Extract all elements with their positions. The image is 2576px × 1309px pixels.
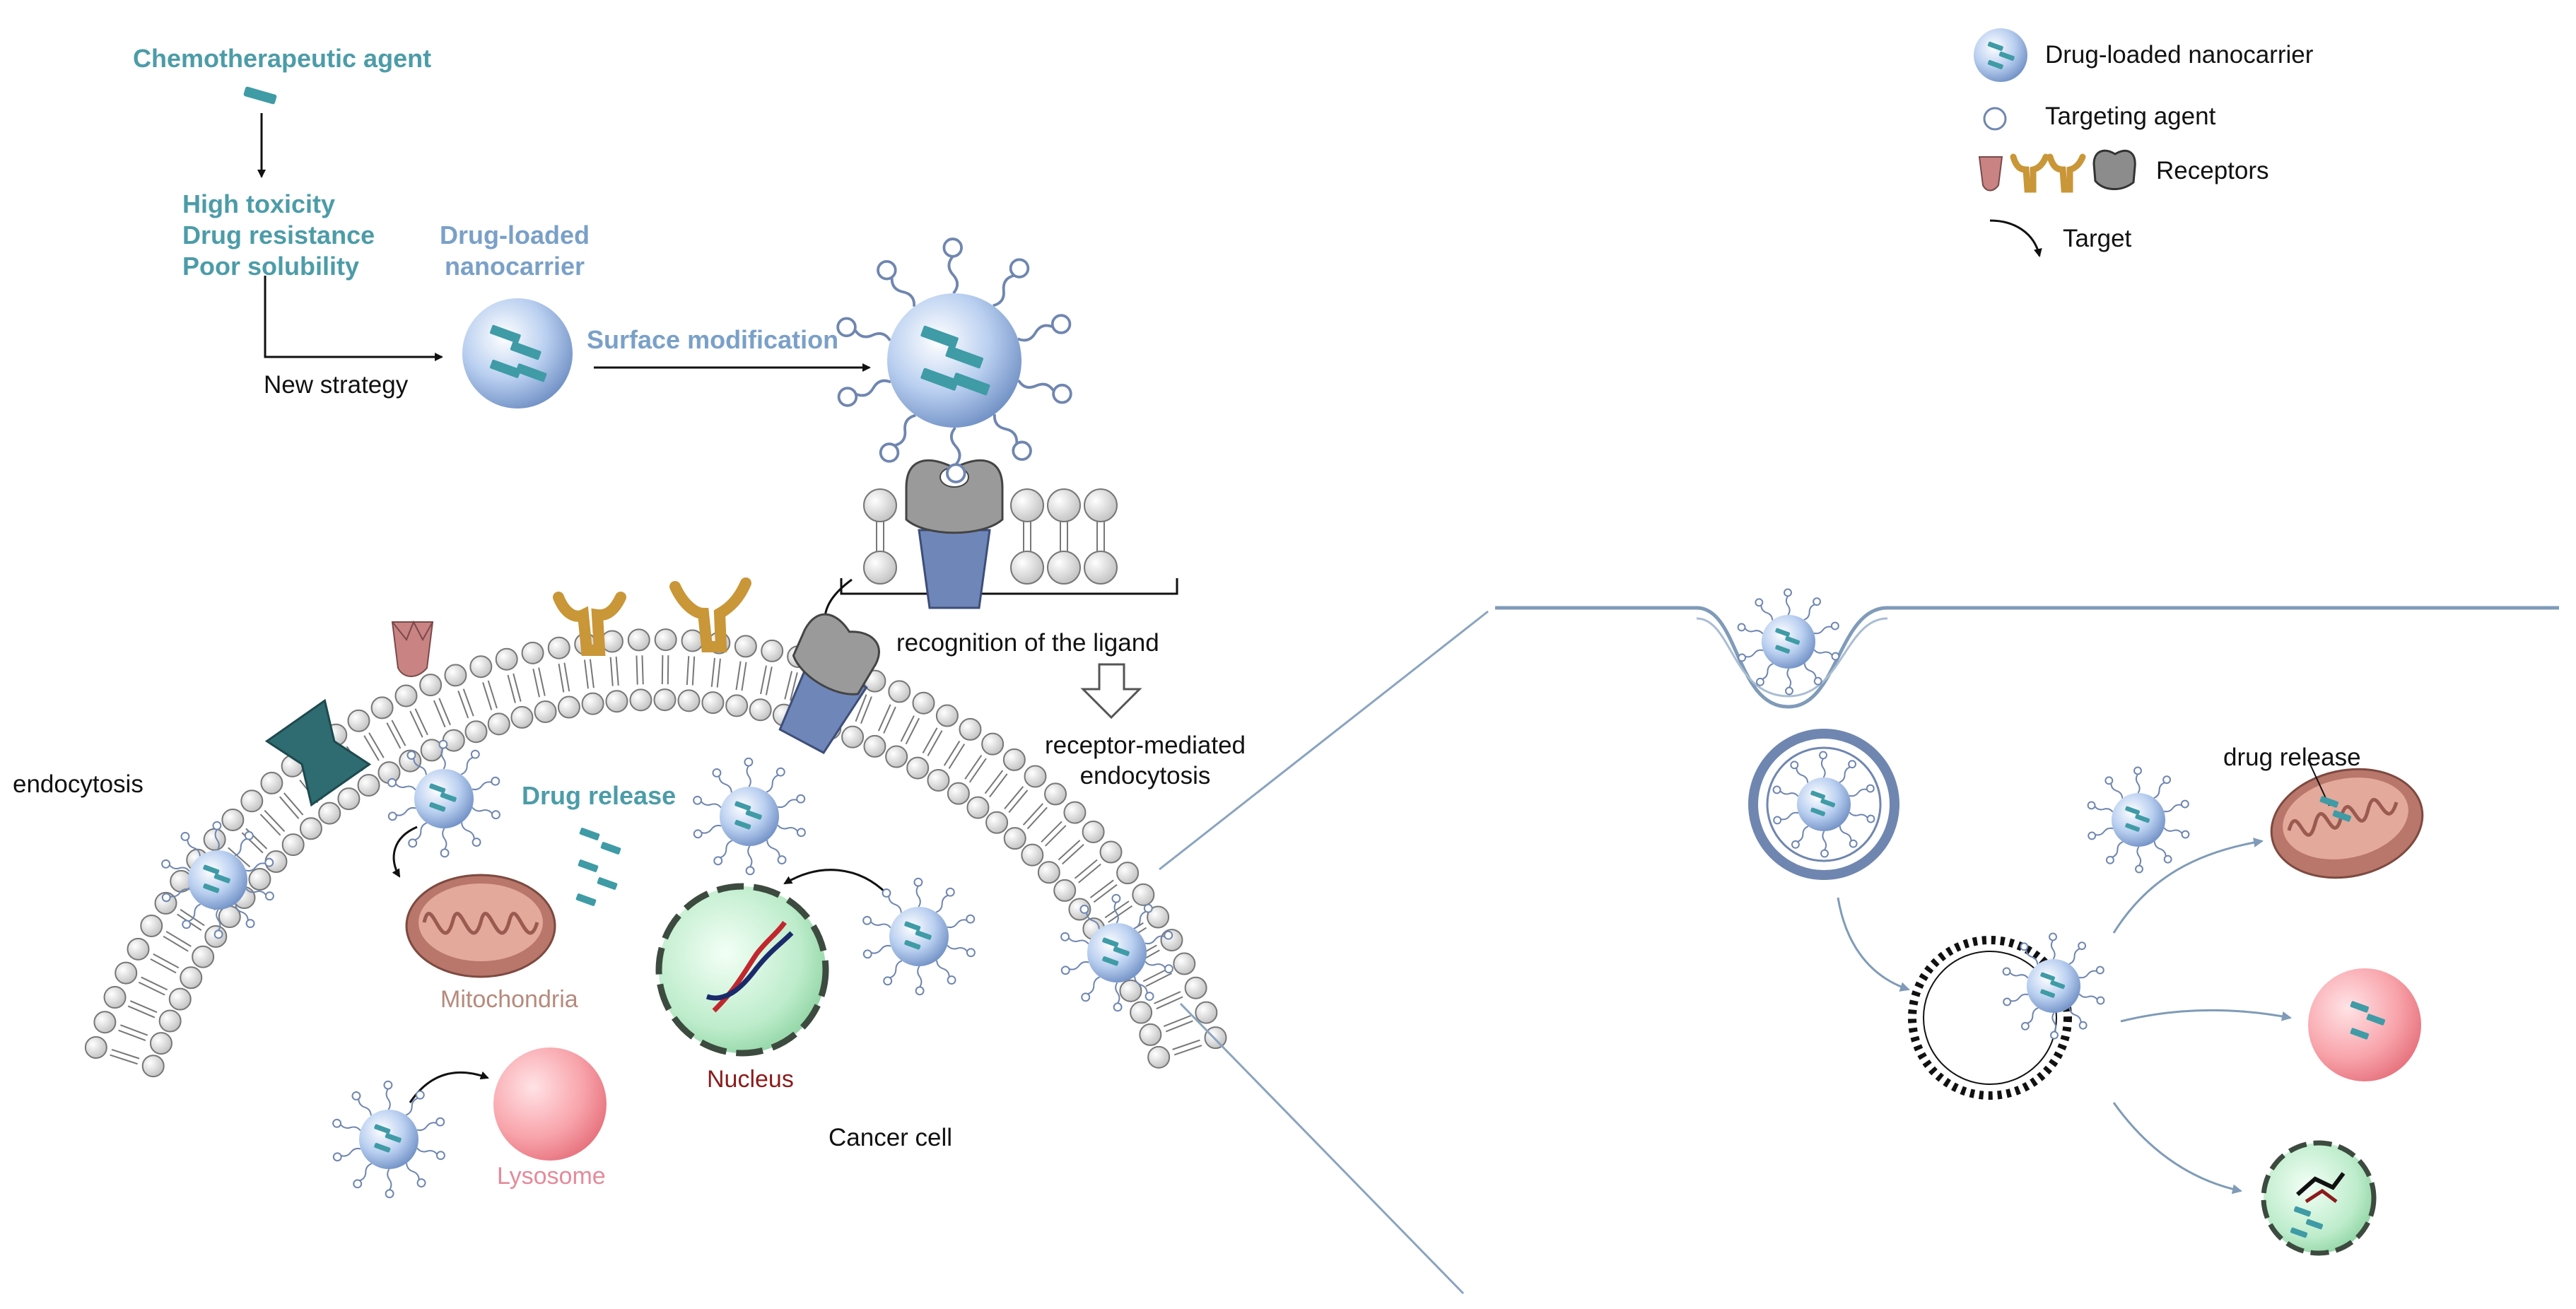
nanocarrier-right-free (2087, 766, 2190, 874)
endocytosis-label: endocytosis (13, 770, 144, 798)
membrane-patch (863, 488, 1118, 585)
arrow-to-lyso-right (2120, 1009, 2292, 1023)
nanocarrier-label-line1: Drug-loaded (440, 221, 590, 250)
lysosome-label: Lysosome (497, 1163, 606, 1190)
surface-modification-label: Surface modification (587, 325, 839, 354)
legend-nanocarrier-label: Drug-loaded nanocarrier (2045, 41, 2314, 69)
problem-solubility: Poor solubility (182, 252, 360, 281)
endosome-vesicle-inner (1766, 746, 1882, 862)
right-drug-release-label: drug release (2223, 744, 2361, 771)
nucleus-right (2261, 1140, 2377, 1256)
legend-targeting-agent-icon (1983, 107, 2007, 131)
cancer-cell-label: Cancer cell (829, 1124, 953, 1151)
cell-membrane (84, 628, 1227, 1078)
arrow-vesicle-to-endosome (1837, 897, 1910, 992)
problem-resistance: Drug resistance (182, 221, 375, 250)
lysosome (493, 1047, 607, 1161)
legend-nanocarrier-icon (1974, 28, 2027, 82)
nanocarrier-right-vesicle (1772, 751, 1875, 858)
zoom-line-bottom (1179, 1002, 1465, 1295)
drug-release-label: Drug release (522, 781, 677, 810)
nanocarrier-drug-release (693, 757, 806, 876)
nanocarrier-lysosome (332, 1080, 445, 1199)
legend-receptor-icons (1978, 149, 2136, 193)
nucleus (655, 883, 829, 1057)
patch-bracket (840, 578, 1178, 595)
legend-target-label: Target (2063, 225, 2132, 252)
arrow-to-mito-right (2112, 838, 2264, 934)
lysosome-right (2308, 968, 2421, 1081)
nanocarrier-membrane-right (1060, 893, 1173, 1012)
channel-protein (264, 698, 372, 807)
free-drug-fragments (575, 828, 621, 906)
recognition-label: recognition of the ligand (896, 629, 1159, 657)
new-strategy-label: New strategy (264, 371, 409, 399)
mitochondria-label: Mitochondria (440, 986, 578, 1013)
nanocarrier-label-line2: nanocarrier (444, 252, 585, 281)
late-endosome-inner (1923, 951, 2057, 1085)
mitochondrion-right (2270, 759, 2424, 879)
right-membrane (1495, 606, 2559, 709)
arrow-to-mito (392, 826, 418, 878)
nanocarrier-near-nucleus (862, 877, 976, 996)
legend-receptors-label: Receptors (2156, 157, 2269, 184)
hollow-down-arrow (1080, 663, 1142, 720)
mitochondrion (405, 874, 556, 978)
new-strategy-arrow (264, 276, 443, 361)
nucleus-label: Nucleus (707, 1066, 794, 1093)
nanocarrier-endocytosis (161, 821, 274, 939)
legend-target-arrow-icon (1989, 219, 2042, 257)
nanocarrier-right-endosome (2002, 932, 2105, 1040)
arrow-to-nucleus-right (2112, 1102, 2242, 1194)
arrow-to-nucleus (783, 869, 889, 896)
membrane-receptor (778, 613, 880, 754)
problem-toxicity: High toxicity (182, 189, 336, 218)
lysosome-right-drugs (2350, 1001, 2386, 1040)
chemo-agent-label: Chemotherapeutic agent (133, 44, 432, 73)
right-membrane-inner (1696, 617, 1888, 698)
receptor-yellow-1 (553, 592, 626, 656)
zoom-line-top (1159, 610, 1489, 871)
legend-targeting-label: Targeting agent (2045, 102, 2216, 130)
nanocarrier-right-pit (1737, 588, 1840, 695)
nanocarrier-near-mito (387, 739, 500, 858)
receptor-pink (391, 620, 434, 677)
receptor-mediated-line1: receptor-mediated (1044, 732, 1246, 759)
nanocarrier-plain (462, 298, 573, 409)
receptor-mediated-line2: endocytosis (1079, 762, 1211, 789)
chemo-drug-icon (243, 86, 277, 105)
nanocarrier-modified (836, 237, 1072, 483)
receptor-yellow-2 (669, 577, 751, 652)
endosome-vesicle (1748, 729, 1899, 880)
